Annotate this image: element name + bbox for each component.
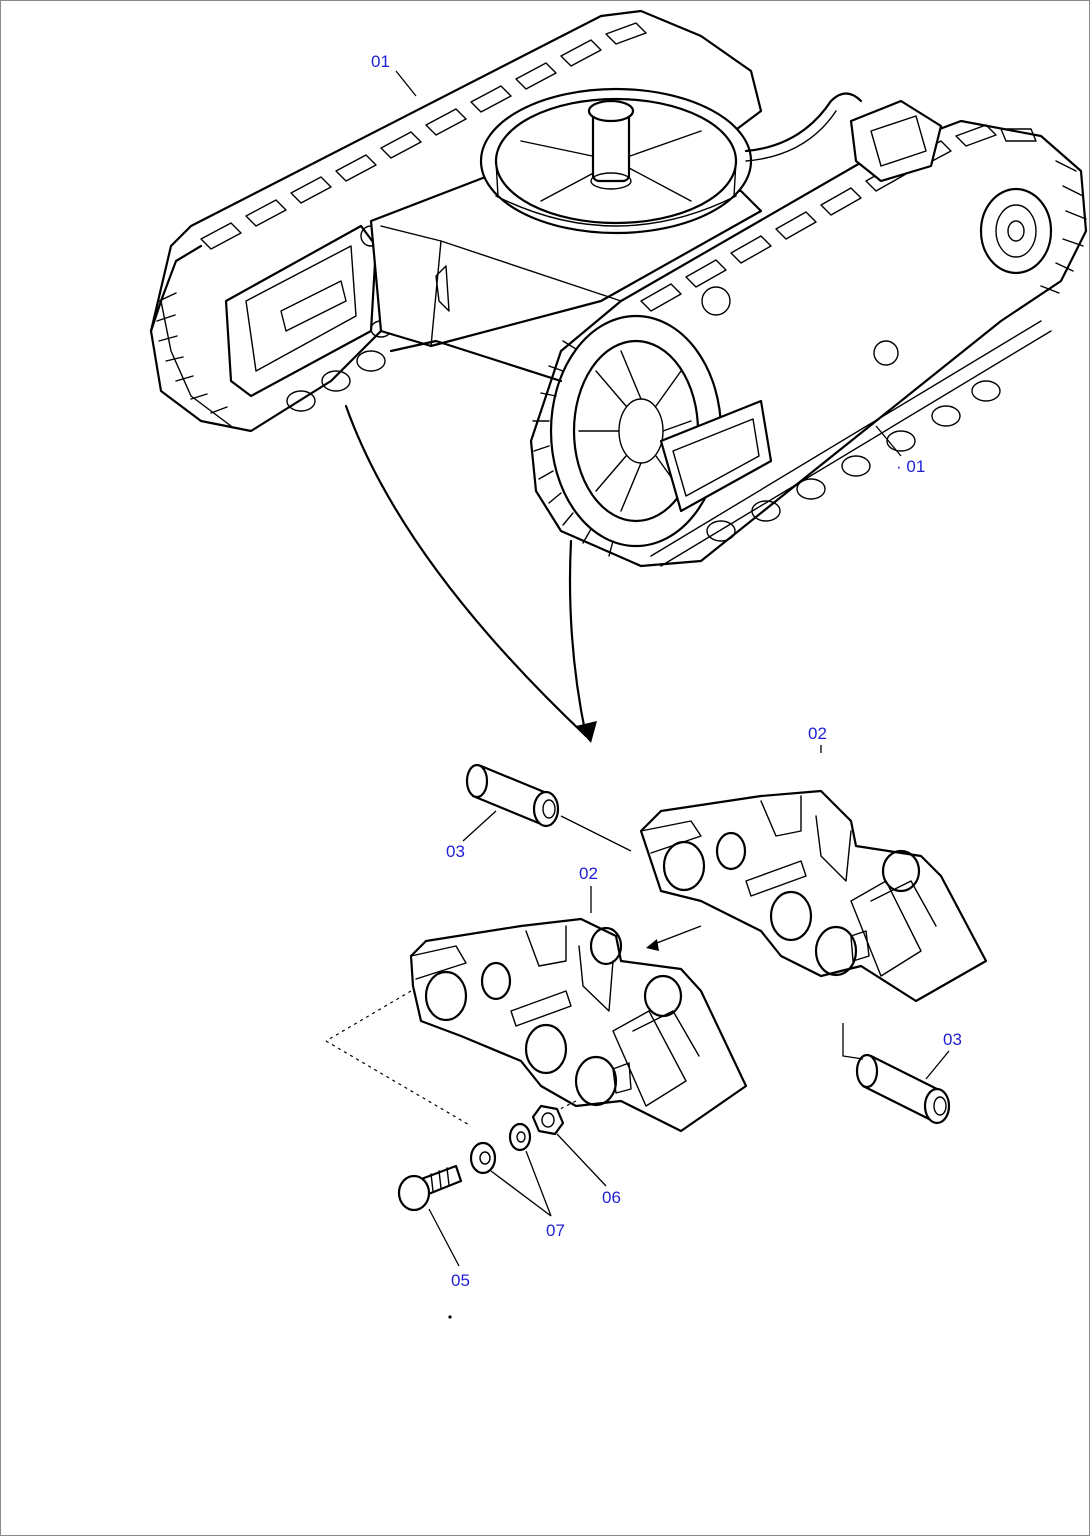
right-track-frame: [529, 99, 1088, 568]
callout-washers: 07: [546, 1221, 565, 1240]
leader-05: [428, 1208, 460, 1267]
leader-07-a: [490, 1170, 552, 1217]
link-assembly-arrow: [648, 925, 702, 947]
callout-bolt: 05: [451, 1271, 470, 1290]
pin-left-axis-line: [560, 815, 632, 852]
link-assembly-arrowhead: [646, 939, 659, 951]
center-car-body: [369, 87, 863, 348]
washer-small: [508, 1122, 532, 1152]
detail-arrows: [344, 404, 597, 743]
track-pin-left: [465, 763, 560, 828]
leader-03-right: [925, 1050, 950, 1080]
leader-01-right: [875, 425, 902, 457]
callout-track-link-lower: 02: [579, 864, 598, 883]
assembly-line-top: [325, 990, 412, 1042]
callout-pin-left: 03: [446, 842, 465, 861]
callout-track-right: · 01: [896, 457, 925, 476]
undercarriage-assembly: [149, 9, 1088, 568]
callout-track-link-upper: 02: [808, 724, 827, 743]
leader-07-b: [525, 1150, 552, 1217]
track-link-lower: [409, 917, 748, 1133]
bolt: [397, 1164, 463, 1212]
pin-right-axis-line: [842, 1023, 864, 1060]
leader-06: [556, 1133, 607, 1187]
leader-03-left: [462, 810, 497, 842]
callout-track-upper-left: 01: [371, 52, 390, 71]
leader-01-upper: [395, 70, 417, 97]
nut: [531, 1104, 565, 1136]
track-link-upper: [639, 789, 988, 1003]
washer-large: [469, 1141, 497, 1175]
track-pin-right: [855, 1053, 951, 1125]
stray-mark: [448, 1315, 452, 1319]
assembly-line-bottom: [325, 1040, 472, 1127]
callout-pin-right: 03: [943, 1030, 962, 1049]
callout-nut: 06: [602, 1188, 621, 1207]
